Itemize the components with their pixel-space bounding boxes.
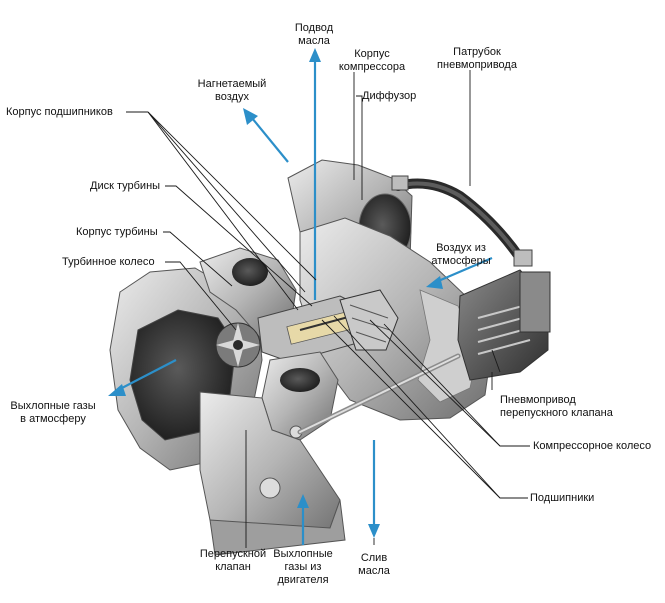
flow-arrows xyxy=(108,48,493,545)
label-boost-air: Нагнетаемый воздух xyxy=(190,78,274,104)
wastegate-actuator-shape xyxy=(457,269,551,381)
label-wastegate-actuator: Пневмопривод перепускного клапана xyxy=(500,394,613,420)
label-wastegate-valve-line1: Перепускной xyxy=(199,548,267,560)
label-exhaust-in-line2: газы из xyxy=(284,561,322,573)
label-air-in-line2: атмосферы xyxy=(431,255,491,267)
label-air-in: Воздух из атмосферы xyxy=(420,242,502,268)
label-compressor-wheel: Компрессорное колесо xyxy=(533,440,652,452)
label-oil-drain-line2: масла xyxy=(358,565,390,577)
label-exhaust-in-line3: двигателя xyxy=(277,574,329,586)
label-compressor-housing-line2: компрессора xyxy=(338,61,406,73)
label-oil-supply: Подвод масла xyxy=(283,22,345,48)
label-bearing-housing: Корпус подшипников xyxy=(6,106,113,118)
label-exhaust-out-line2: в атмосферу xyxy=(20,413,86,425)
label-exhaust-out: Выхлопные газы в атмосферу xyxy=(6,400,100,426)
label-exhaust-in-line1: Выхлопные xyxy=(273,548,333,560)
turbine-wheel-shape xyxy=(215,322,261,368)
exhaust-out-arrow xyxy=(117,359,177,391)
compressor-wheel-shape xyxy=(339,289,399,351)
label-compressor-housing-line1: Корпус xyxy=(354,48,390,60)
leader-lines xyxy=(126,70,530,548)
label-compressor-housing: Корпус компрессора xyxy=(332,48,412,74)
label-wastegate-actuator-line2: перепускного клапана xyxy=(500,407,613,419)
label-boost-air-line2: воздух xyxy=(215,91,249,103)
label-wastegate-valve-line2: клапан xyxy=(215,561,251,573)
label-actuator-pipe: Патрубок пневмопривода xyxy=(430,46,524,72)
label-bearings: Подшипники xyxy=(530,492,595,504)
label-oil-drain-line1: Слив xyxy=(360,552,388,564)
label-air-in-line1: Воздух из xyxy=(436,242,486,254)
label-oil-supply-line1: Подвод xyxy=(294,22,334,34)
label-actuator-pipe-line2: пневмопривода xyxy=(437,59,517,71)
label-diffuser: Диффузор xyxy=(362,90,417,102)
label-oil-drain: Слив масла xyxy=(346,552,402,578)
air-in-arrow xyxy=(435,256,493,284)
label-turbine-disc: Диск турбины xyxy=(90,180,161,192)
turbocharger-illustration xyxy=(109,159,551,556)
label-wastegate-valve: Перепускной клапан xyxy=(196,548,270,574)
boost-air-arrow xyxy=(251,117,289,163)
label-actuator-pipe-line1: Патрубок xyxy=(453,46,501,58)
label-oil-supply-line2: масла xyxy=(298,35,330,47)
label-exhaust-out-line1: Выхлопные газы xyxy=(10,400,96,412)
label-exhaust-in: Выхлопные газы из двигателя xyxy=(268,548,338,587)
label-boost-air-line1: Нагнетаемый xyxy=(197,78,267,90)
label-wastegate-actuator-line1: Пневмопривод xyxy=(500,394,576,406)
label-turbine-housing: Корпус турбины xyxy=(76,226,158,238)
label-turbine-wheel: Турбинное колесо xyxy=(62,256,155,268)
